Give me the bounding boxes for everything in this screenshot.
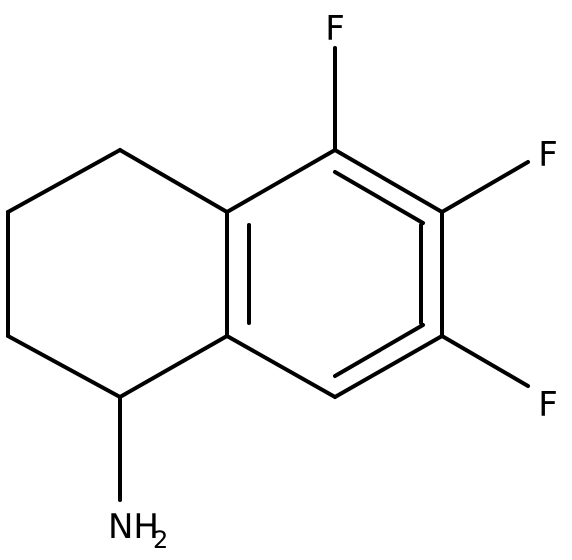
bond-ring-bottom-right [333,334,444,399]
fluorine-right-lower-label: F [538,385,558,425]
amine-label: NH [108,507,159,547]
bond-cyclo-1 [118,148,229,214]
bond-cyclo-4 [6,334,122,399]
bond-cyclo-5 [118,334,229,399]
fluorine-top-label: F [325,9,345,49]
fluorine-right-upper-label: F [538,135,558,175]
amine-subscript: 2 [153,526,168,554]
bond-ring-top-left [225,148,337,214]
bond-ring-bottom-right-inner [333,323,425,378]
bond-c-f-right-upper [440,160,530,214]
bond-ring-bottom-left [225,334,337,399]
bond-cyclo-2 [6,148,122,214]
bond-ring-top-right [333,148,444,214]
bond-ring-top-right-inner [333,170,425,225]
bond-c-f-right-lower [440,334,530,388]
